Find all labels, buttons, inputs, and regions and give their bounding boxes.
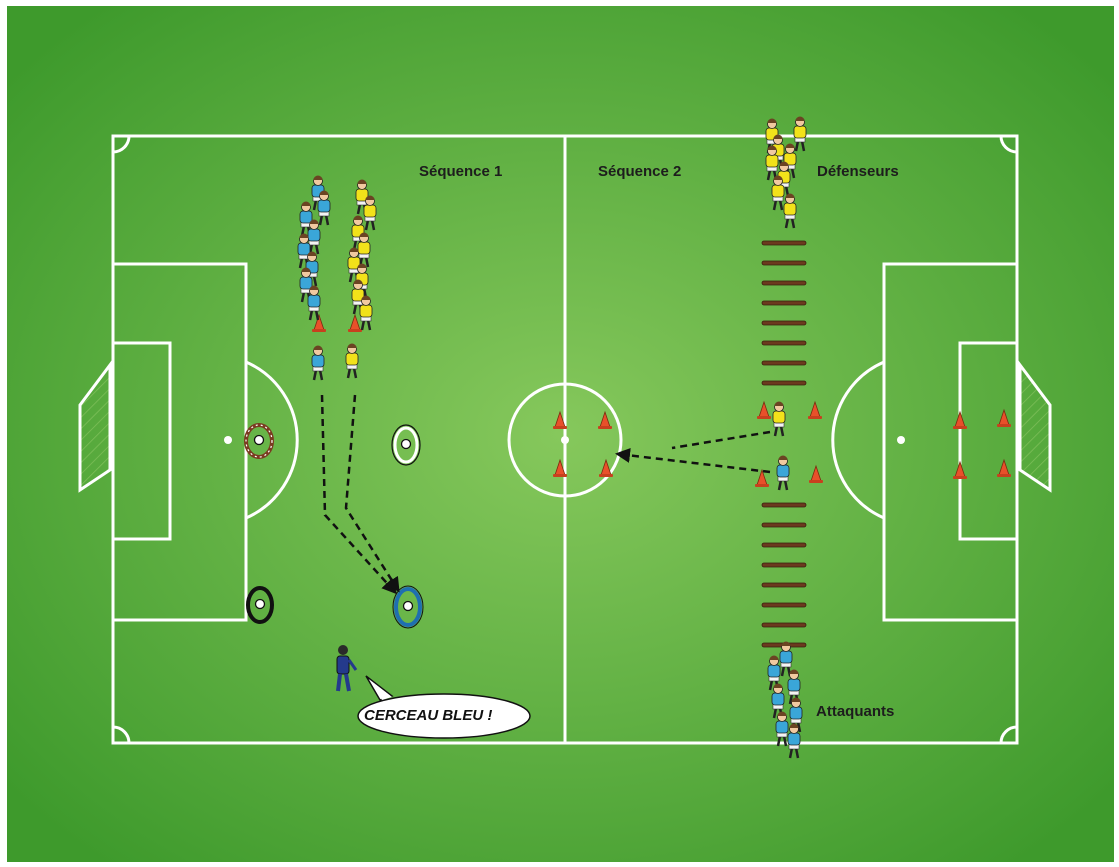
corner-arc-tl — [112, 135, 131, 154]
player-icon — [297, 233, 311, 269]
agility-ladder — [761, 240, 807, 648]
arrow-path-attacker — [615, 447, 771, 474]
cone-icon — [997, 458, 1011, 477]
cone-icon — [312, 313, 326, 332]
ladder-rung-icon — [761, 320, 807, 326]
ladder-rung-icon — [761, 502, 807, 508]
cone-icon — [997, 408, 1011, 427]
movement-arrows — [320, 394, 771, 595]
hoop-brown — [244, 423, 274, 459]
players-group — [297, 116, 807, 759]
ladder-rung-icon — [761, 380, 807, 386]
attackers-label: Attaquants — [816, 703, 895, 720]
cone-icon — [553, 410, 567, 429]
cone-icon — [598, 410, 612, 429]
right-goal-icon — [1018, 360, 1052, 493]
ball-icon — [400, 438, 412, 450]
player-icon — [783, 193, 797, 229]
speech-bubble — [357, 675, 531, 739]
ladder-rung-icon — [761, 622, 807, 628]
player-icon — [307, 219, 321, 255]
ladder-rung-icon — [761, 522, 807, 528]
cone-group — [312, 313, 1011, 487]
cone-icon — [809, 464, 823, 483]
player-icon — [307, 285, 321, 321]
corner-arc-tr — [999, 135, 1018, 154]
arrow-path-defender — [671, 430, 771, 450]
cone-icon — [953, 460, 967, 479]
ladder-rung-icon — [761, 562, 807, 568]
ladder-rung-icon — [761, 280, 807, 286]
player-icon — [771, 683, 785, 719]
player-icon — [771, 175, 785, 211]
ladder-rung-icon — [761, 542, 807, 548]
player-icon — [787, 669, 801, 705]
sequence-1-label: Séquence 1 — [419, 163, 503, 180]
pitch-lines — [111, 134, 1019, 745]
corner-arc-br — [999, 725, 1018, 744]
ladder-rung-icon — [761, 260, 807, 266]
cone-icon — [553, 458, 567, 477]
coach-callout-text: CERCEAU BLEU ! — [364, 707, 493, 724]
player-icon — [787, 723, 801, 759]
defenders-label: Défenseurs — [817, 163, 899, 180]
cone-icon — [755, 468, 769, 487]
center-spot — [561, 436, 569, 444]
hoop-white — [391, 424, 421, 466]
player-icon — [765, 145, 779, 181]
player-icon — [772, 401, 786, 437]
ladder-rung-icon — [761, 582, 807, 588]
grass-background — [7, 6, 1114, 862]
ladder-rung-icon — [761, 340, 807, 346]
hoop-blue — [392, 585, 424, 629]
left-penalty-spot — [224, 436, 232, 444]
cone-icon — [348, 313, 362, 332]
right-penalty-spot — [897, 436, 905, 444]
player-icon — [347, 247, 361, 283]
hoop-black — [246, 586, 274, 624]
cone-icon — [808, 400, 822, 419]
left-penalty-arc — [245, 360, 299, 520]
player-icon — [363, 195, 377, 231]
player-icon — [357, 232, 371, 268]
player-icon — [776, 455, 790, 491]
cone-icon — [599, 458, 613, 477]
left-goal-area — [111, 341, 172, 541]
center-circle — [507, 382, 623, 498]
player-icon — [355, 179, 369, 215]
ladder-rung-icon — [761, 240, 807, 246]
ladder-rung-icon — [761, 300, 807, 306]
sequence-2-label: Séquence 2 — [598, 163, 682, 180]
player-icon — [359, 295, 373, 331]
arrow-path-blue-runner — [320, 394, 398, 595]
player-icon — [783, 143, 797, 179]
ball-icon — [253, 434, 265, 446]
ladder-rung-icon — [761, 360, 807, 366]
player-icon — [345, 343, 359, 379]
ball-icon — [254, 598, 266, 610]
corner-arc-bl — [112, 725, 131, 744]
coach-icon — [336, 645, 358, 692]
player-icon — [793, 116, 807, 152]
player-icon — [299, 201, 313, 237]
player-icon — [311, 345, 325, 381]
right-penalty-arc — [831, 360, 885, 520]
left-goal-icon — [78, 360, 112, 493]
ball-icon — [402, 600, 414, 612]
player-icon — [317, 190, 331, 226]
right-goal-area — [958, 341, 1019, 541]
arrow-path-yellow-runner — [344, 394, 400, 593]
player-icon — [775, 711, 789, 747]
ladder-rung-icon — [761, 602, 807, 608]
cone-icon — [953, 410, 967, 429]
player-icon — [311, 175, 325, 211]
cone-icon — [757, 400, 771, 419]
